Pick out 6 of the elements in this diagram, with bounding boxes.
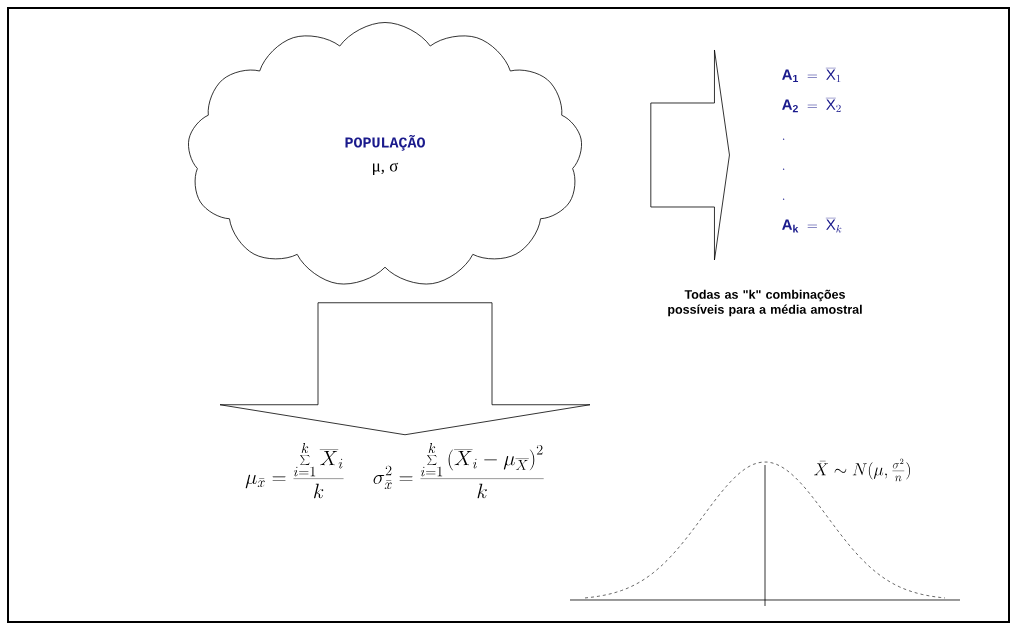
block-arrow xyxy=(219,302,591,436)
sample-list: $\mathbf{A_{1}} \;=\; \overline{\mathrm{X}}_{1}$ $\mathbf{A_{2}} \;=\; \overline{\mathrm{X}}_{2}$ $\mathbf{.}$ $\mathbf{.}$ $\mathbf{.}$ $\mathbf{A_{k}} \;=\; \overline{\mathrm{X}}_{k}$ xyxy=(782,68,842,233)
formula-group: $\mu_{\bar{x}} = \frac{\sum\limits_{i=1}^{k} \overline{X}_{i}}{k}$ $\sigma^{2}_{\bar{x}} = \frac{\sum\limits_{i=1}^{k} \left(\overline{X}_{i} - \mu_{\overline{X}}\right)^{2}}{k}$ xyxy=(245,442,544,499)
distribution-formula: $\bar{X} \sim N(\mu, \frac{\sigma^{2}}{n})$ xyxy=(814,458,910,482)
caption-text: Todas as "k" combinações possíveis para a média amostral xyxy=(668,289,862,317)
block-arrow xyxy=(650,49,730,261)
